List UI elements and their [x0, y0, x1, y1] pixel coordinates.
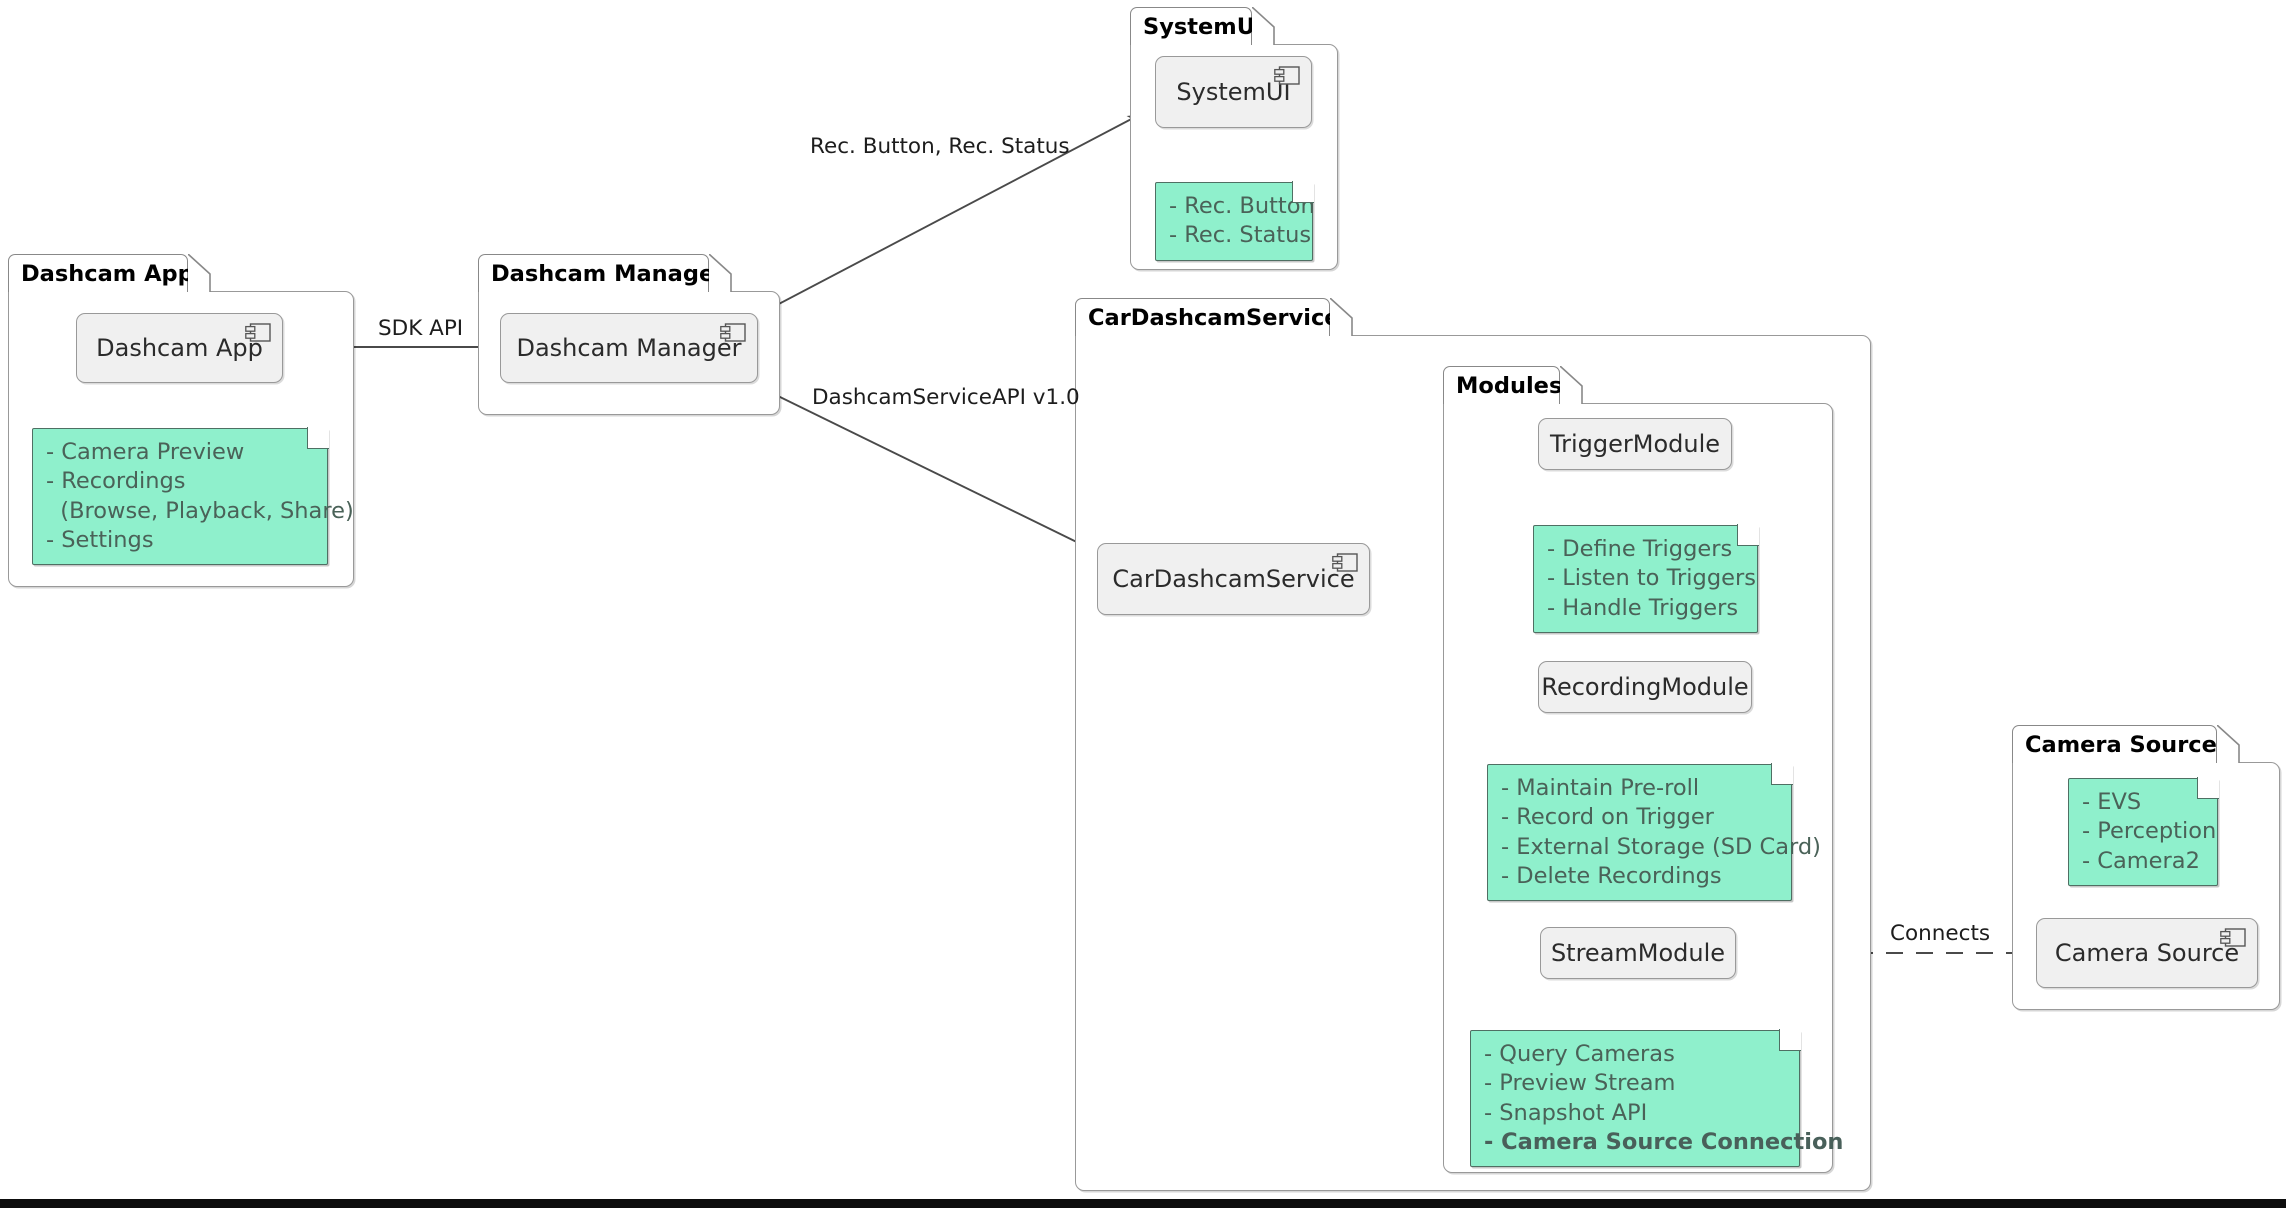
- pkg-dashcam-app-tab: Dashcam App: [8, 254, 194, 292]
- comp-cardashcamservice-label: CarDashcamService: [1112, 565, 1355, 593]
- comp-recordingmodule-label: RecordingModule: [1541, 673, 1749, 701]
- note-camera-source: - EVS - Perception - Camera2: [2068, 777, 2219, 886]
- comp-dashcam-app[interactable]: Dashcam App: [76, 313, 283, 383]
- component-icon: [1274, 66, 1300, 85]
- edge-service-api-line: [734, 374, 1094, 551]
- comp-camera-source[interactable]: Camera Source: [2036, 918, 2258, 988]
- note-line: - EVS: [2082, 789, 2142, 815]
- comp-dashcam-app-label: Dashcam App: [96, 334, 263, 362]
- note-line: - Define Triggers: [1547, 536, 1733, 562]
- note-line: - Query Cameras: [1484, 1041, 1675, 1067]
- note-line: - Camera2: [2082, 847, 2200, 874]
- pkg-systemui-tab: SystemUI: [1130, 7, 1263, 45]
- note-line: - External Storage (SD Card): [1501, 833, 1821, 860]
- pkg-camera-source-tab: Camera Source: [2012, 725, 2217, 763]
- edge-label-sdk-api: SDK API: [378, 316, 464, 341]
- note-stream-module: - Query Cameras - Preview Stream - Snaps…: [1470, 1029, 1844, 1167]
- pkg-cardashcamservice-tab: CarDashcamService: [1075, 298, 1340, 336]
- note-systemui: - Rec. Button - Rec. Status: [1155, 181, 1315, 261]
- comp-dashcam-manager-label: Dashcam Manager: [516, 334, 742, 362]
- note-line: (Browse, Playback, Share): [46, 497, 354, 524]
- note-line: - Handle Triggers: [1547, 594, 1739, 621]
- pkg-systemui-label: SystemUI: [1143, 13, 1264, 40]
- comp-streammodule[interactable]: StreamModule: [1540, 927, 1736, 979]
- note-line: - Record on Trigger: [1501, 804, 1714, 831]
- note-line: - Listen to Triggers: [1547, 565, 1756, 592]
- comp-systemui[interactable]: SystemUI: [1155, 56, 1312, 128]
- note-line: - Camera Preview: [46, 439, 245, 465]
- comp-cardashcamservice[interactable]: CarDashcamService: [1097, 543, 1370, 615]
- component-icon: [720, 323, 746, 342]
- pkg-modules-tab: Modules: [1443, 366, 1563, 404]
- note-line: - Snapshot API: [1484, 1099, 1648, 1126]
- note-line: - Rec. Status: [1169, 222, 1312, 249]
- bottom-edge-bar: [0, 1199, 2286, 1208]
- pkg-dashcam-manager-label: Dashcam Manager: [491, 260, 726, 287]
- edge-rec-button-line: [734, 114, 1140, 328]
- note-line: - Settings: [46, 526, 154, 553]
- note-line: - Maintain Pre-roll: [1501, 775, 1700, 801]
- edge-label-connects: Connects: [1890, 921, 1991, 946]
- edge-label-service-api: DashcamServiceAPI v1.0: [812, 385, 1080, 410]
- comp-recordingmodule[interactable]: RecordingModule: [1538, 661, 1752, 713]
- note-line: - Rec. Button: [1169, 193, 1315, 219]
- note-line: - Recordings: [46, 468, 186, 495]
- comp-camera-source-label: Camera Source: [2054, 939, 2240, 967]
- comp-dashcam-manager[interactable]: Dashcam Manager: [500, 313, 758, 383]
- note-line: - Delete Recordings: [1501, 862, 1722, 889]
- note-recording-module: - Maintain Pre-roll - Record on Trigger …: [1487, 763, 1821, 901]
- pkg-camera-source-label: Camera Source: [2025, 731, 2217, 758]
- component-icon: [1332, 553, 1358, 572]
- note-line: - Preview Stream: [1484, 1070, 1676, 1097]
- pkg-dashcam-manager-tab: Dashcam Manager: [478, 254, 725, 292]
- note-dashcam-app: - Camera Preview - Recordings (Browse, P…: [32, 427, 354, 565]
- pkg-cardashcamservice-label: CarDashcamService: [1088, 304, 1340, 331]
- comp-streammodule-label: StreamModule: [1550, 939, 1726, 967]
- note-line-bold: - Camera Source Connection: [1484, 1128, 1844, 1155]
- note-trigger-module: - Define Triggers - Listen to Triggers -…: [1533, 524, 1759, 633]
- component-icon: [2220, 928, 2246, 947]
- component-icon: [245, 323, 271, 342]
- comp-systemui-label: SystemUI: [1176, 78, 1291, 106]
- pkg-dashcam-app-label: Dashcam App: [21, 260, 194, 287]
- comp-triggermodule[interactable]: TriggerModule: [1538, 418, 1732, 470]
- pkg-modules-label: Modules: [1456, 372, 1563, 399]
- edge-label-rec-button: Rec. Button, Rec. Status: [810, 134, 1070, 159]
- comp-triggermodule-label: TriggerModule: [1549, 430, 1721, 458]
- note-line: - Perception: [2082, 818, 2217, 845]
